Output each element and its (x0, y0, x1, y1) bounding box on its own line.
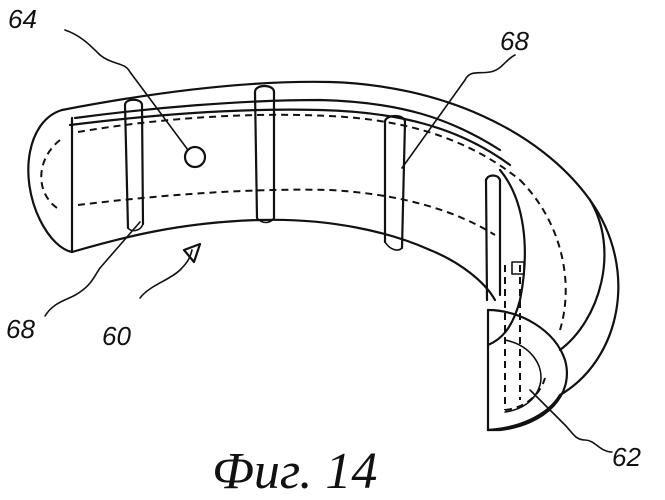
rib-2 (255, 86, 274, 223)
label-60: 60 (102, 321, 131, 351)
label-68-bottom: 68 (6, 314, 35, 344)
leader-lines (45, 30, 612, 452)
curved-insert-body (28, 82, 618, 430)
arrow-60 (140, 244, 200, 298)
label-68-top: 68 (500, 26, 529, 56)
slot (512, 262, 524, 274)
label-62: 62 (612, 442, 641, 472)
figure-caption: Фиг. 14 (212, 443, 377, 500)
rib-4 (486, 176, 500, 301)
label-64: 64 (8, 4, 37, 34)
rib-3 (385, 116, 405, 250)
